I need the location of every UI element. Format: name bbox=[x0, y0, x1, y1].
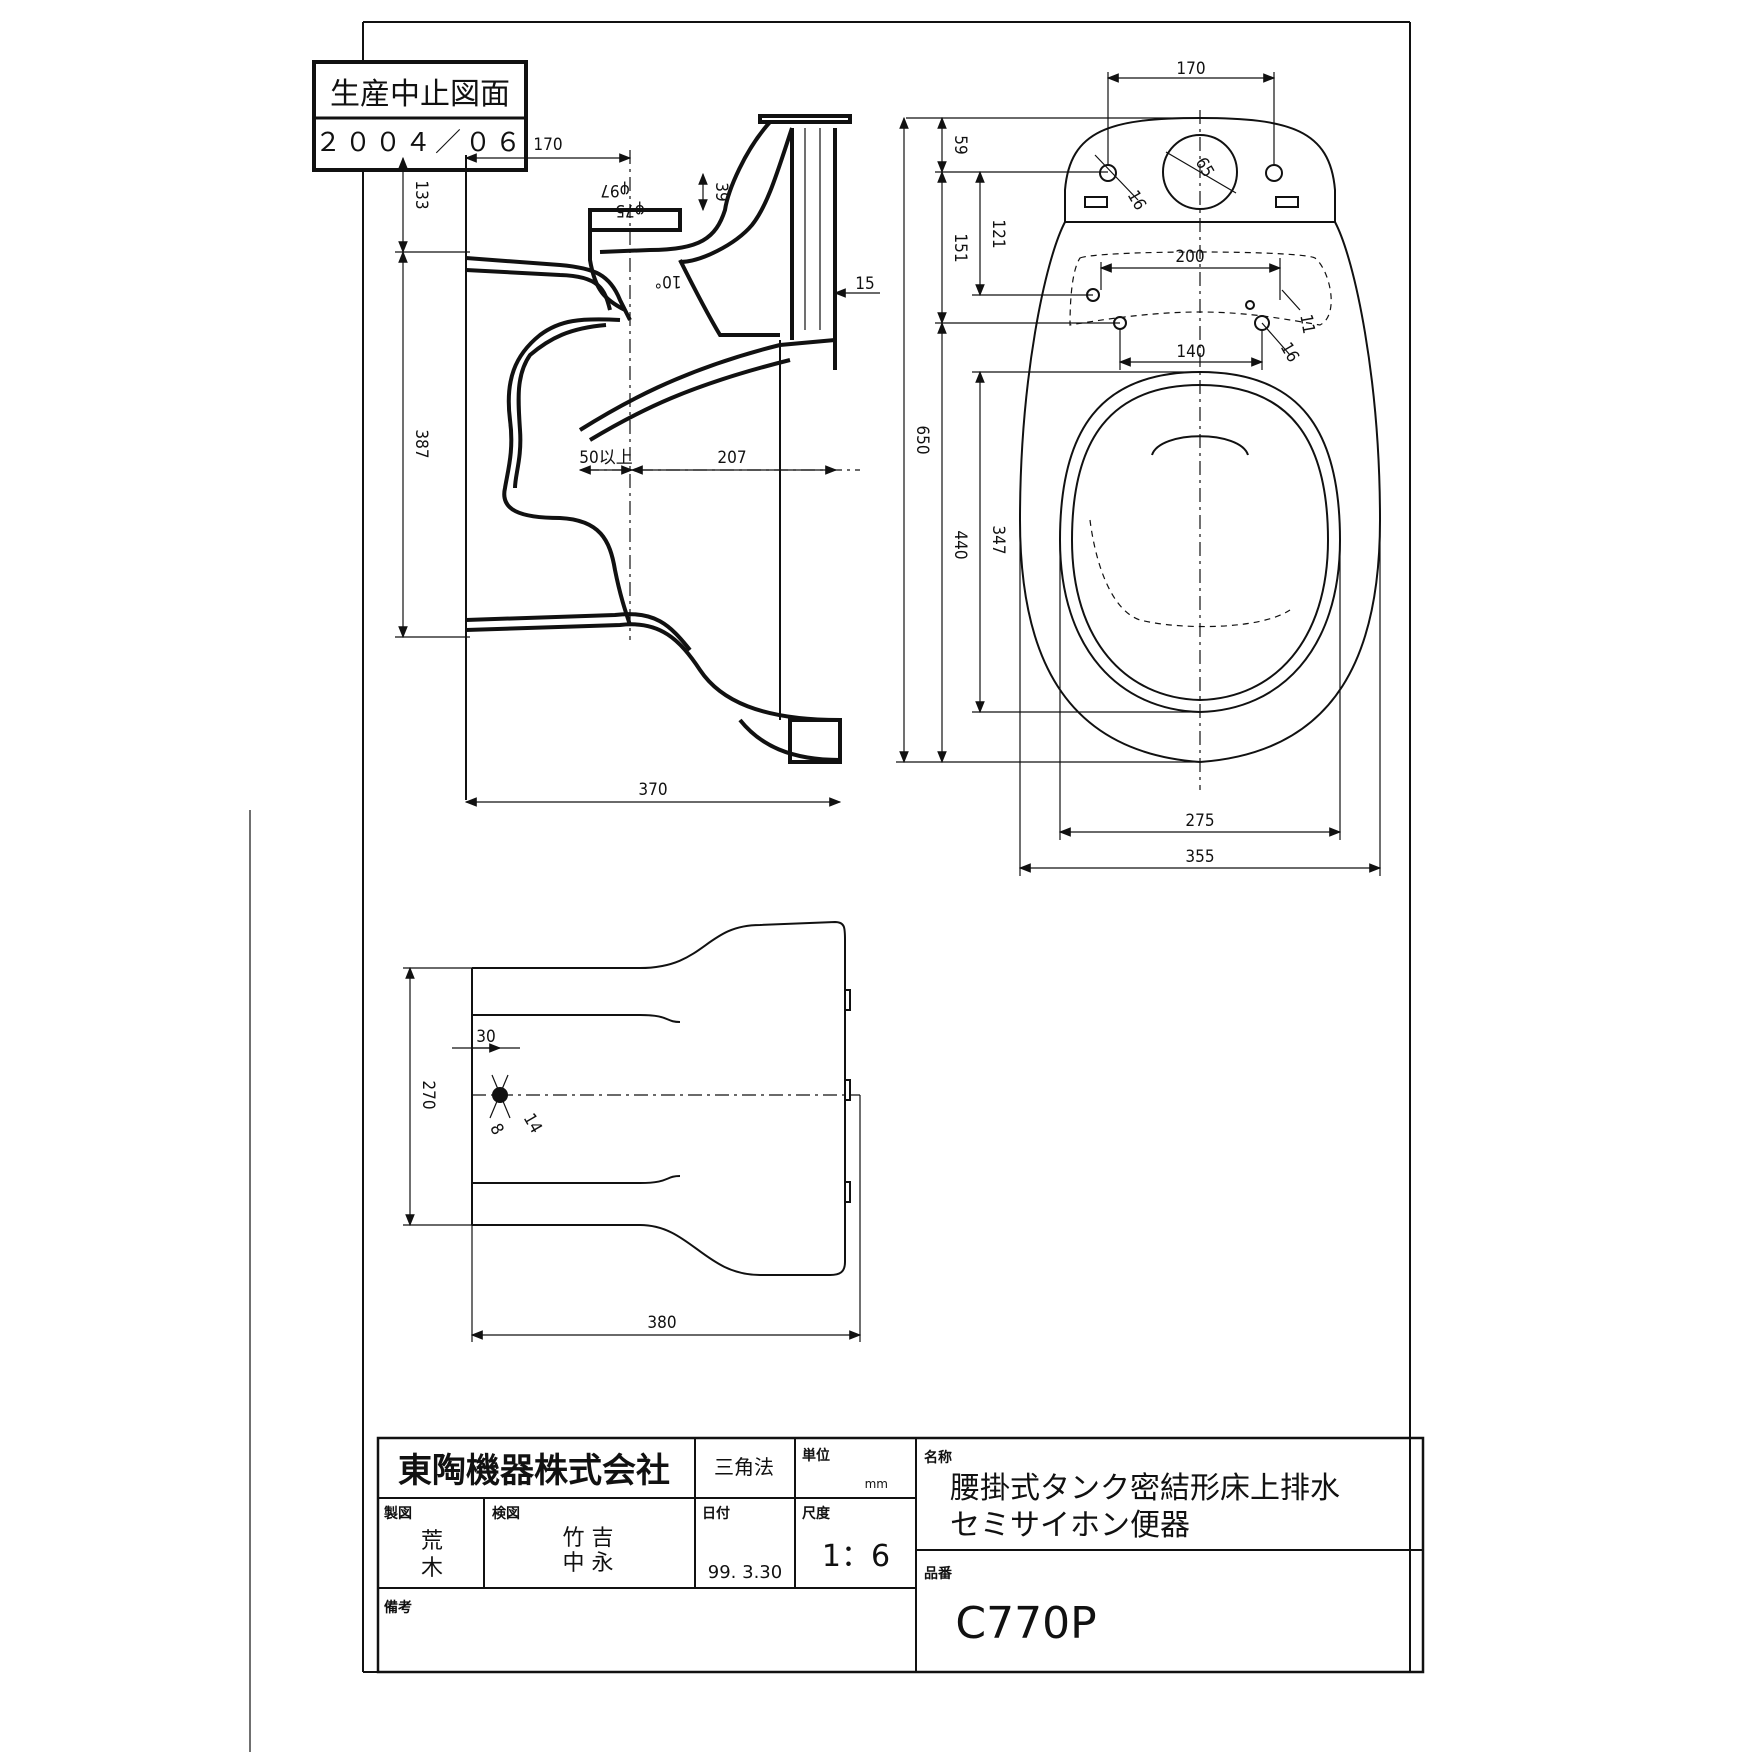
dim-top-59: 59 bbox=[950, 135, 970, 154]
dim-side-phi75: φ75 bbox=[615, 200, 645, 220]
bottom-view bbox=[471, 920, 860, 1276]
top-view bbox=[1018, 110, 1382, 790]
drawn-by-1: 荒 bbox=[421, 1529, 443, 1554]
remarks-label: 備考 bbox=[384, 1599, 412, 1616]
scale-label: 尺度 bbox=[802, 1505, 831, 1522]
dim-top-200: 200 bbox=[1175, 247, 1204, 267]
dim-bottom-8: 8 bbox=[485, 1120, 507, 1138]
stamp-title: 生産中止図面 bbox=[330, 77, 510, 112]
dim-side-39: 39 bbox=[711, 182, 731, 201]
date-value: 99. 3.30 bbox=[708, 1562, 782, 1583]
unit-label: 単位 bbox=[802, 1447, 830, 1464]
checked-by-1: 竹 吉 bbox=[563, 1526, 614, 1551]
side-dimensions: 170 133 387 39 φ97 φ75 10° 15 50以上 207 3… bbox=[395, 135, 880, 807]
checked-by-2: 中 永 bbox=[563, 1551, 614, 1576]
dim-top-121: 121 bbox=[988, 219, 1008, 248]
checked-label: 検図 bbox=[492, 1505, 520, 1522]
unit-value: mm bbox=[865, 1477, 888, 1491]
dim-top-275: 275 bbox=[1185, 811, 1214, 831]
dim-side-133: 133 bbox=[411, 180, 431, 209]
part-number: C770P bbox=[955, 1598, 1096, 1649]
dim-top-440: 440 bbox=[950, 530, 970, 559]
dim-side-15: 15 bbox=[855, 274, 874, 294]
dim-top-140: 140 bbox=[1176, 342, 1205, 362]
projection-method: 三角法 bbox=[714, 1455, 774, 1479]
scale-value: 1：6 bbox=[822, 1539, 890, 1574]
part-label: 品番 bbox=[924, 1565, 953, 1582]
dim-bottom-270: 270 bbox=[418, 1080, 438, 1109]
dim-top-650: 650 bbox=[912, 425, 932, 454]
dim-top-11: 11 bbox=[1295, 313, 1318, 336]
dim-bottom-30: 30 bbox=[476, 1027, 495, 1047]
dim-top-151: 151 bbox=[950, 233, 970, 262]
stamp-date: ２００４／０６ bbox=[315, 128, 525, 158]
dim-side-angle: 10° bbox=[654, 271, 681, 291]
top-dimensions: 170 59 121 151 65 16 200 11 140 16 650 4… bbox=[896, 59, 1382, 876]
dim-top-65: 65 bbox=[1191, 154, 1218, 181]
dim-side-170: 170 bbox=[533, 135, 562, 155]
discontinued-stamp: 生産中止図面 ２００４／０６ bbox=[312, 60, 528, 172]
dim-side-207: 207 bbox=[717, 448, 746, 468]
drawn-label: 製図 bbox=[383, 1505, 412, 1522]
drawn-by-2: 木 bbox=[421, 1556, 443, 1581]
dim-top-347: 347 bbox=[988, 525, 1008, 554]
dim-top-16a: 16 bbox=[1123, 187, 1150, 214]
product-name-line1: 腰掛式タンク密結形床上排水 bbox=[950, 1471, 1340, 1506]
side-section-view bbox=[465, 114, 860, 800]
name-label: 名称 bbox=[924, 1449, 952, 1466]
date-label: 日付 bbox=[702, 1505, 730, 1522]
dim-top-170: 170 bbox=[1176, 59, 1205, 79]
dim-side-50: 50以上 bbox=[579, 448, 632, 468]
dim-bottom-14: 14 bbox=[519, 1110, 546, 1137]
title-block: 東陶機器株式会社 三角法 単位 mm 名称 腰掛式タンク密結形床上排水 セミサイ… bbox=[376, 1436, 1425, 1674]
dim-top-355: 355 bbox=[1185, 847, 1214, 867]
product-name-line2: セミサイホン便器 bbox=[950, 1508, 1190, 1543]
dim-side-370: 370 bbox=[638, 780, 667, 800]
dim-bottom-380: 380 bbox=[647, 1313, 676, 1333]
dim-side-phi97: φ97 bbox=[600, 180, 630, 200]
company-name: 東陶機器株式会社 bbox=[398, 1451, 670, 1491]
dim-side-387: 387 bbox=[411, 429, 431, 458]
